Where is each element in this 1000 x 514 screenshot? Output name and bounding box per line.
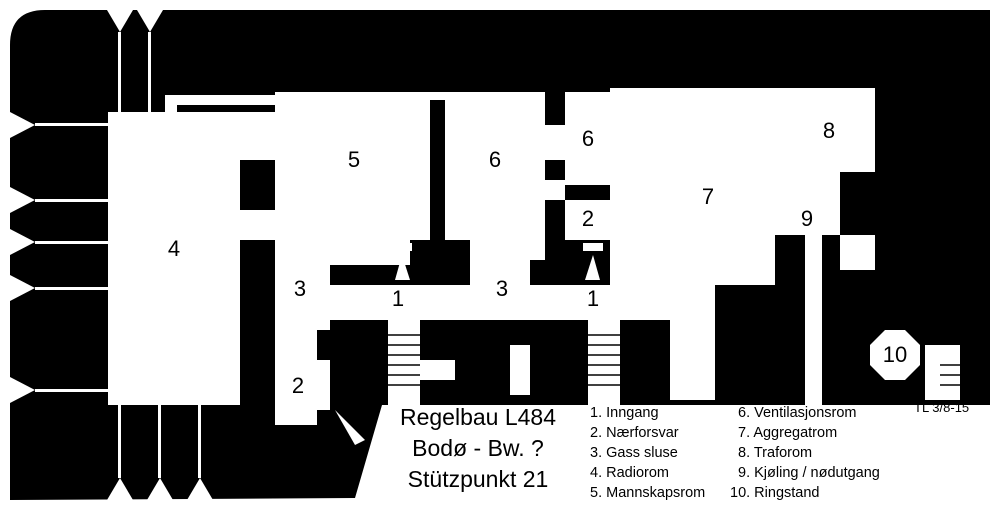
legend-column-1: 1. Inngang 2. Nærforsvar 3. Gass sluse 4… <box>590 403 705 503</box>
room-number-6-small: 6 <box>582 126 594 151</box>
room-number-6: 6 <box>489 147 501 172</box>
room-1-inngang-middle <box>530 285 670 320</box>
room-number-10: 10 <box>883 342 907 367</box>
room-9-kjoling <box>775 172 840 235</box>
room-number-7: 7 <box>702 184 714 209</box>
title-line: Bodø - Bw. ? <box>412 435 544 461</box>
room-number-3-left: 3 <box>294 276 306 301</box>
legend-item: 10. Ringstand <box>730 485 820 501</box>
legend-item: 6. Ventilasjonsrom <box>738 405 857 421</box>
legend-item: 4. Radiorom <box>590 465 669 481</box>
room-number-1-left: 1 <box>392 286 404 311</box>
room-5-mannskapsrom <box>275 92 430 240</box>
room-2-small <box>565 200 610 240</box>
legend-item: 1. Inngang <box>590 405 659 421</box>
room-number-2-left: 2 <box>292 373 304 398</box>
room-6-small <box>565 92 610 185</box>
rooms <box>108 88 960 425</box>
room-8-traforom <box>775 88 875 172</box>
room-number-5: 5 <box>348 147 360 172</box>
ringstand-10 <box>870 330 920 380</box>
room-1-inngang-left <box>330 285 470 320</box>
author-credit: TL 3/8-15 <box>914 400 970 415</box>
room-number-1-middle: 1 <box>587 286 599 311</box>
room-number-9: 9 <box>801 206 813 231</box>
room-number-8: 8 <box>823 118 835 143</box>
stairs <box>388 334 960 386</box>
room-4-radiorom <box>108 112 240 405</box>
room-3-gass-sluse-middle <box>470 250 530 320</box>
legend-item: 5. Mannskapsrom <box>590 485 706 501</box>
title-line: Regelbau L484 <box>399 404 557 430</box>
room-number-3-middle: 3 <box>496 276 508 301</box>
room-numbers: 4 5 6 6 2 7 8 9 3 1 3 1 2 10 <box>168 118 907 398</box>
legend-item: 2. Nærforsvar <box>590 425 679 441</box>
room-number-2-small: 2 <box>582 206 594 231</box>
legend-item: 3. Gass sluse <box>590 445 678 461</box>
room-6-ventilasjonsrom-left <box>445 92 545 240</box>
embrasures <box>10 10 603 500</box>
legend-column-2: 6. Ventilasjonsrom 7. Aggregatrom 8. Tra… <box>730 403 880 503</box>
title-line: Stützpunkt 21 <box>407 466 549 492</box>
legend-item: 7. Aggregatrom <box>738 425 838 441</box>
legend-item: 9. Kjøling / nødutgang <box>738 465 880 481</box>
legend-item: 8. Traforom <box>738 445 813 461</box>
plan-title: Regelbau L484 Bodø - Bw. ? Stützpunkt 21 <box>378 402 578 495</box>
room-number-4: 4 <box>168 236 180 261</box>
top-corridor <box>165 95 275 105</box>
